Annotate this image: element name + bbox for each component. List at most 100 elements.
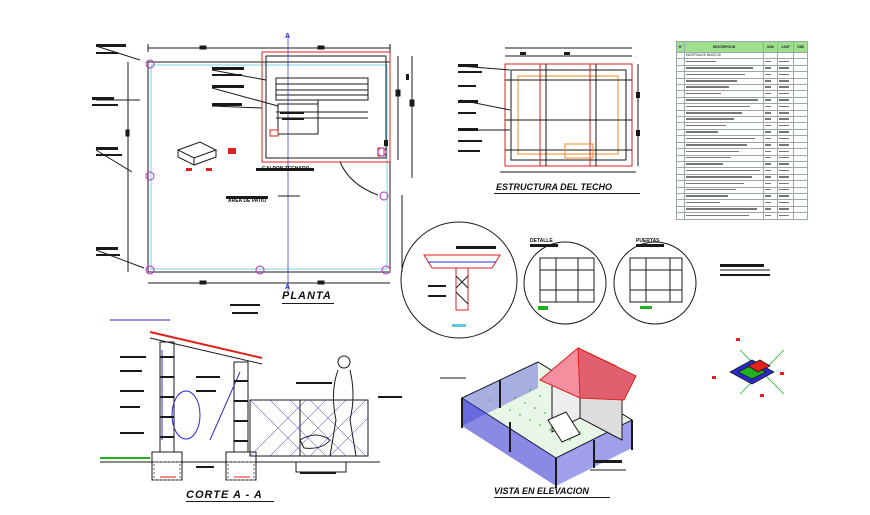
illegible-text-mark <box>765 201 772 204</box>
table-cell <box>776 148 795 156</box>
table-row <box>676 64 808 73</box>
table-cell <box>763 212 778 220</box>
table-cell <box>793 199 808 207</box>
table-cell <box>793 167 808 175</box>
illegible-text-mark <box>685 80 737 82</box>
illegible-text-mark <box>685 124 726 127</box>
table-row <box>676 148 808 156</box>
table-cell <box>683 83 765 92</box>
table-cell <box>776 141 795 150</box>
illegible-text-mark <box>778 176 789 178</box>
illegible-text-mark <box>765 156 772 159</box>
illegible-text-mark <box>778 144 789 146</box>
table-cell <box>776 58 795 66</box>
illegible-text-mark <box>778 137 789 140</box>
materials-table: N° DESCRIPCION UND CANT OBS MATERIALES B… <box>676 41 808 220</box>
roof-leader-tags <box>458 52 640 152</box>
table-cell <box>793 212 808 220</box>
illegible-text-mark <box>778 163 789 165</box>
table-cell <box>776 173 795 182</box>
table-cell <box>793 122 808 130</box>
table-cell <box>776 160 795 169</box>
illegible-text-mark <box>778 86 789 88</box>
section-marker-top: A <box>285 33 291 40</box>
roof-structure-title: ESTRUCTURA DEL TECHO <box>496 182 613 192</box>
section-patterns <box>120 304 402 481</box>
table-cell <box>683 192 765 201</box>
detail-circles <box>400 221 770 339</box>
table-cell <box>793 186 808 194</box>
table-cell <box>683 180 765 188</box>
illegible-text-mark <box>765 112 772 114</box>
table-cell <box>776 192 795 201</box>
elevation-isometric <box>440 347 637 488</box>
table-cell <box>776 205 795 214</box>
illegible-text-mark <box>778 208 789 210</box>
illegible-text-mark <box>765 92 772 95</box>
illegible-text-mark <box>685 99 758 101</box>
table-cell <box>793 205 808 214</box>
table-row <box>676 71 808 79</box>
plan-title: PLANTA <box>282 290 332 302</box>
detail-label-2: PUERTAS <box>636 238 660 244</box>
illegible-text-mark <box>685 60 716 63</box>
detail-label-1: DETALLE <box>530 238 553 244</box>
illegible-text-mark <box>765 214 772 217</box>
table-cell <box>776 103 795 111</box>
illegible-text-mark <box>778 124 789 127</box>
illegible-text-mark <box>685 163 723 165</box>
table-cell <box>683 116 765 124</box>
table-cell <box>776 77 795 86</box>
illegible-text-mark <box>765 169 772 172</box>
illegible-text-mark <box>765 150 772 152</box>
table-header-cell: N° <box>676 41 685 53</box>
illegible-text-mark <box>778 80 789 82</box>
table-cell <box>793 128 808 137</box>
table-cell <box>776 135 795 143</box>
illegible-text-mark <box>685 92 721 95</box>
table-cell <box>793 180 808 188</box>
table-row <box>676 154 808 162</box>
illegible-text-mark <box>778 201 789 204</box>
title-underlines <box>186 193 640 502</box>
illegible-text-mark <box>778 112 789 114</box>
illegible-text-mark <box>765 176 772 178</box>
illegible-text-mark <box>685 118 734 120</box>
table-header-cell: OBS <box>793 41 808 53</box>
table-header-row: N° DESCRIPCION UND CANT OBS <box>676 41 808 53</box>
illegible-text-mark <box>778 188 789 191</box>
table-row <box>676 96 808 105</box>
illegible-text-mark <box>765 60 772 63</box>
table-cell <box>683 205 765 214</box>
table-header-cell: UND <box>763 41 778 53</box>
illegible-text-mark <box>765 124 772 127</box>
table-cell: MATERIALES BASICOS <box>683 51 765 60</box>
table-cell <box>683 199 765 207</box>
table-cell <box>683 103 765 111</box>
table-cell <box>776 90 795 98</box>
illegible-text-mark <box>778 60 789 63</box>
illegible-text-mark <box>778 118 789 120</box>
illegible-text-mark <box>765 188 772 191</box>
illegible-text-mark <box>685 208 757 210</box>
table-row <box>676 205 808 214</box>
table-row <box>676 180 808 188</box>
table-cell <box>776 167 795 175</box>
table-cell <box>683 167 765 175</box>
table-row <box>676 141 808 150</box>
illegible-text-mark <box>778 92 789 95</box>
table-cell <box>683 96 765 105</box>
table-cell <box>776 96 795 105</box>
illegible-text-mark <box>685 86 729 88</box>
illegible-text-mark <box>778 99 789 101</box>
table-row <box>676 192 808 201</box>
illegible-text-mark <box>778 156 789 159</box>
illegible-text-mark <box>778 73 789 76</box>
isometric-key <box>712 338 785 397</box>
table-cell <box>676 212 685 220</box>
table-cell <box>793 160 808 169</box>
table-cell <box>776 122 795 130</box>
illegible-text-mark <box>778 131 789 133</box>
illegible-text-mark <box>685 105 750 108</box>
